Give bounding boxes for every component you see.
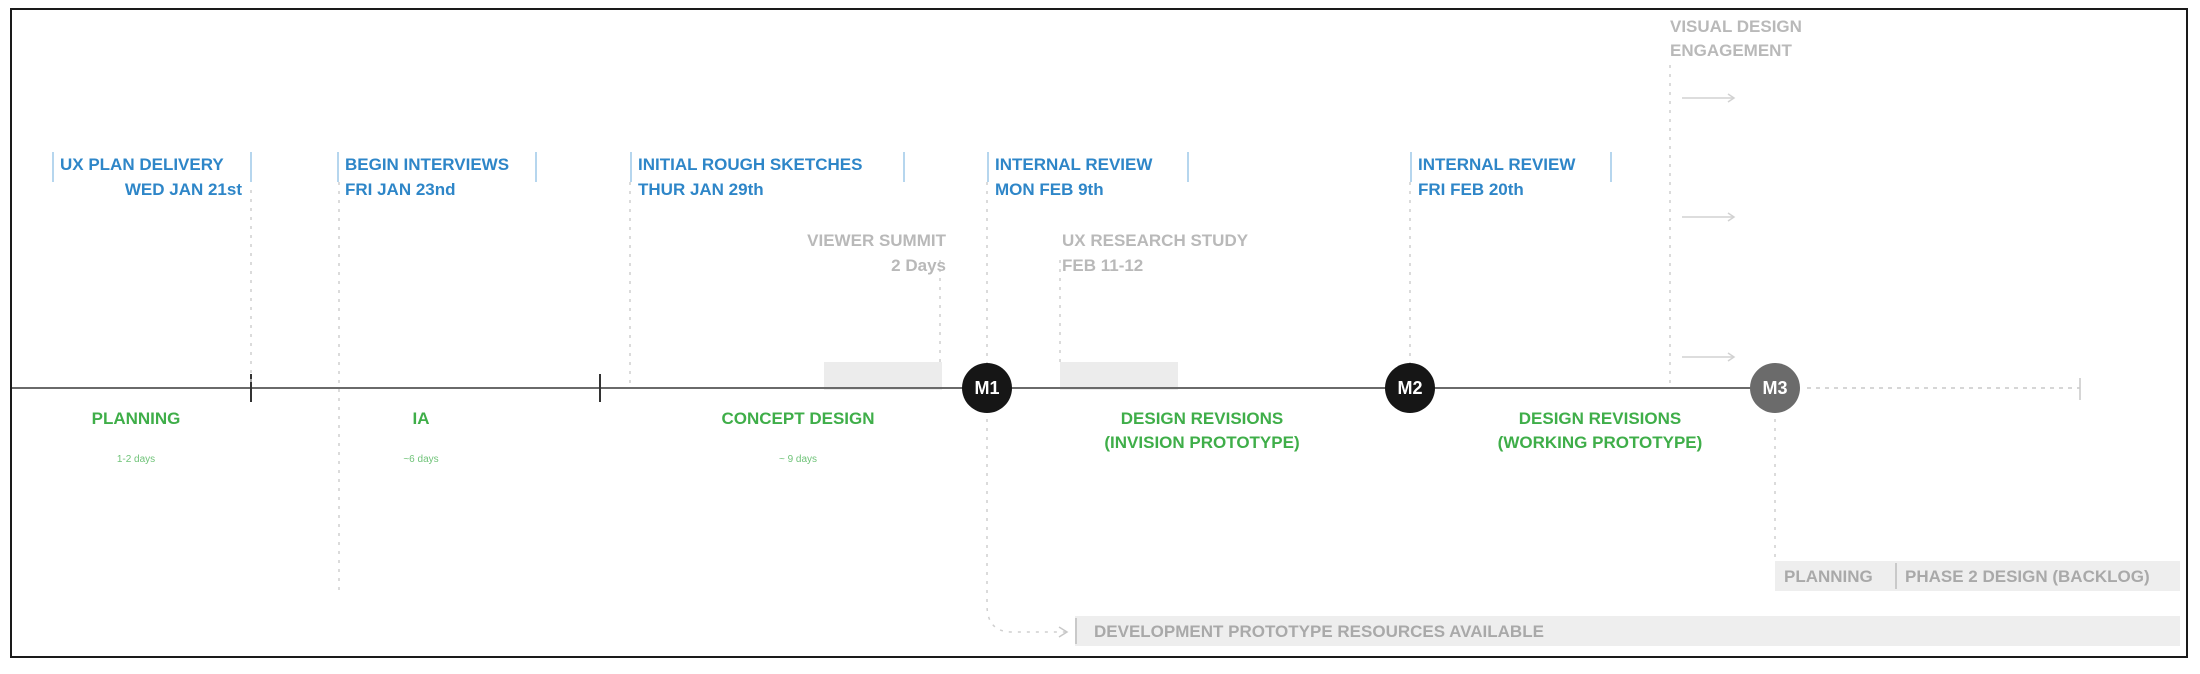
milestone-date-sketches: THUR JAN 29th: [638, 180, 764, 199]
ux-research-title: UX RESEARCH STUDY: [1062, 231, 1249, 250]
revisions-working-line1: DESIGN REVISIONS: [1518, 409, 1682, 428]
viewer-summit-duration: 2 Days: [891, 256, 946, 275]
milestone-box-review-1: [987, 152, 1189, 182]
dev-connector-arrowhead: [1058, 626, 1069, 638]
ux-research-bar: [1060, 362, 1178, 390]
phase2-band: [1775, 561, 2180, 591]
milestone-title-interviews: BEGIN INTERVIEWS: [345, 155, 510, 174]
milestone-title-ux-plan: UX PLAN DELIVERY: [60, 155, 224, 174]
milestone-title-review-2: INTERNAL REVIEW: [1418, 155, 1576, 174]
timeline-lines: [12, 65, 2081, 638]
phase-concept-duration: ~ 9 days: [778, 454, 818, 465]
revisions-invision-line2: (INVISION PROTOTYPE): [1104, 433, 1300, 452]
m1-dev-connector: [986, 410, 1067, 633]
milestone-title-review-1: INTERNAL REVIEW: [995, 155, 1153, 174]
phase-planning-duration: 1-2 days: [116, 454, 156, 465]
milestone-title-sketches: INITIAL ROUGH SKETCHES: [638, 155, 863, 174]
milestone-m2: M2: [1385, 363, 1435, 413]
milestone-date-review-2: FRI FEB 20th: [1418, 180, 1524, 199]
milestone-date-review-1: MON FEB 9th: [995, 180, 1104, 199]
revisions-working-line2: (WORKING PROTOTYPE): [1497, 433, 1703, 452]
phase-ia-duration: ~6 days: [403, 454, 439, 465]
visual-arrow-1-head: [1727, 93, 1736, 103]
milestone-box-ux-plan: [52, 152, 252, 182]
timeline-diagram: UX PLAN DELIVERY WED JAN 21st BEGIN INTE…: [10, 8, 2188, 658]
dev-band-separator: [1075, 618, 1077, 644]
milestone-box-interviews: [337, 152, 537, 182]
viewer-summit-title: VIEWER SUMMIT: [807, 231, 946, 250]
visual-design-line2: ENGAGEMENT: [1670, 41, 1792, 60]
phase-ia: IA: [412, 409, 430, 428]
milestone-m1: M1: [962, 363, 1012, 413]
milestone-date-interviews: FRI JAN 23nd: [345, 180, 456, 199]
phase-concept: CONCEPT DESIGN: [721, 409, 875, 428]
bottom-separator: [1895, 563, 1897, 589]
visual-design-line1: VISUAL DESIGN: [1670, 17, 1802, 36]
dev-resources-band: [1075, 616, 2180, 646]
bottom-phase2: PHASE 2 DESIGN (BACKLOG): [1905, 567, 2150, 586]
dev-resources-label: DEVELOPMENT PROTOTYPE RESOURCES AVAILABL…: [1094, 622, 1544, 641]
milestone-box-sketches: [630, 152, 905, 182]
revisions-invision-line1: DESIGN REVISIONS: [1120, 409, 1284, 428]
viewer-summit-bar: [824, 362, 942, 390]
phase-planning: PLANNING: [91, 409, 181, 428]
visual-arrow-2-head: [1727, 212, 1736, 222]
bottom-planning: PLANNING: [1784, 567, 1873, 586]
ux-research-dates: FEB 11-12: [1062, 256, 1144, 275]
visual-arrow-3-head: [1727, 352, 1736, 362]
milestone-box-review-2: [1410, 152, 1612, 182]
milestone-date-ux-plan: WED JAN 21st: [124, 180, 242, 199]
milestone-m3: M3: [1750, 363, 1800, 413]
